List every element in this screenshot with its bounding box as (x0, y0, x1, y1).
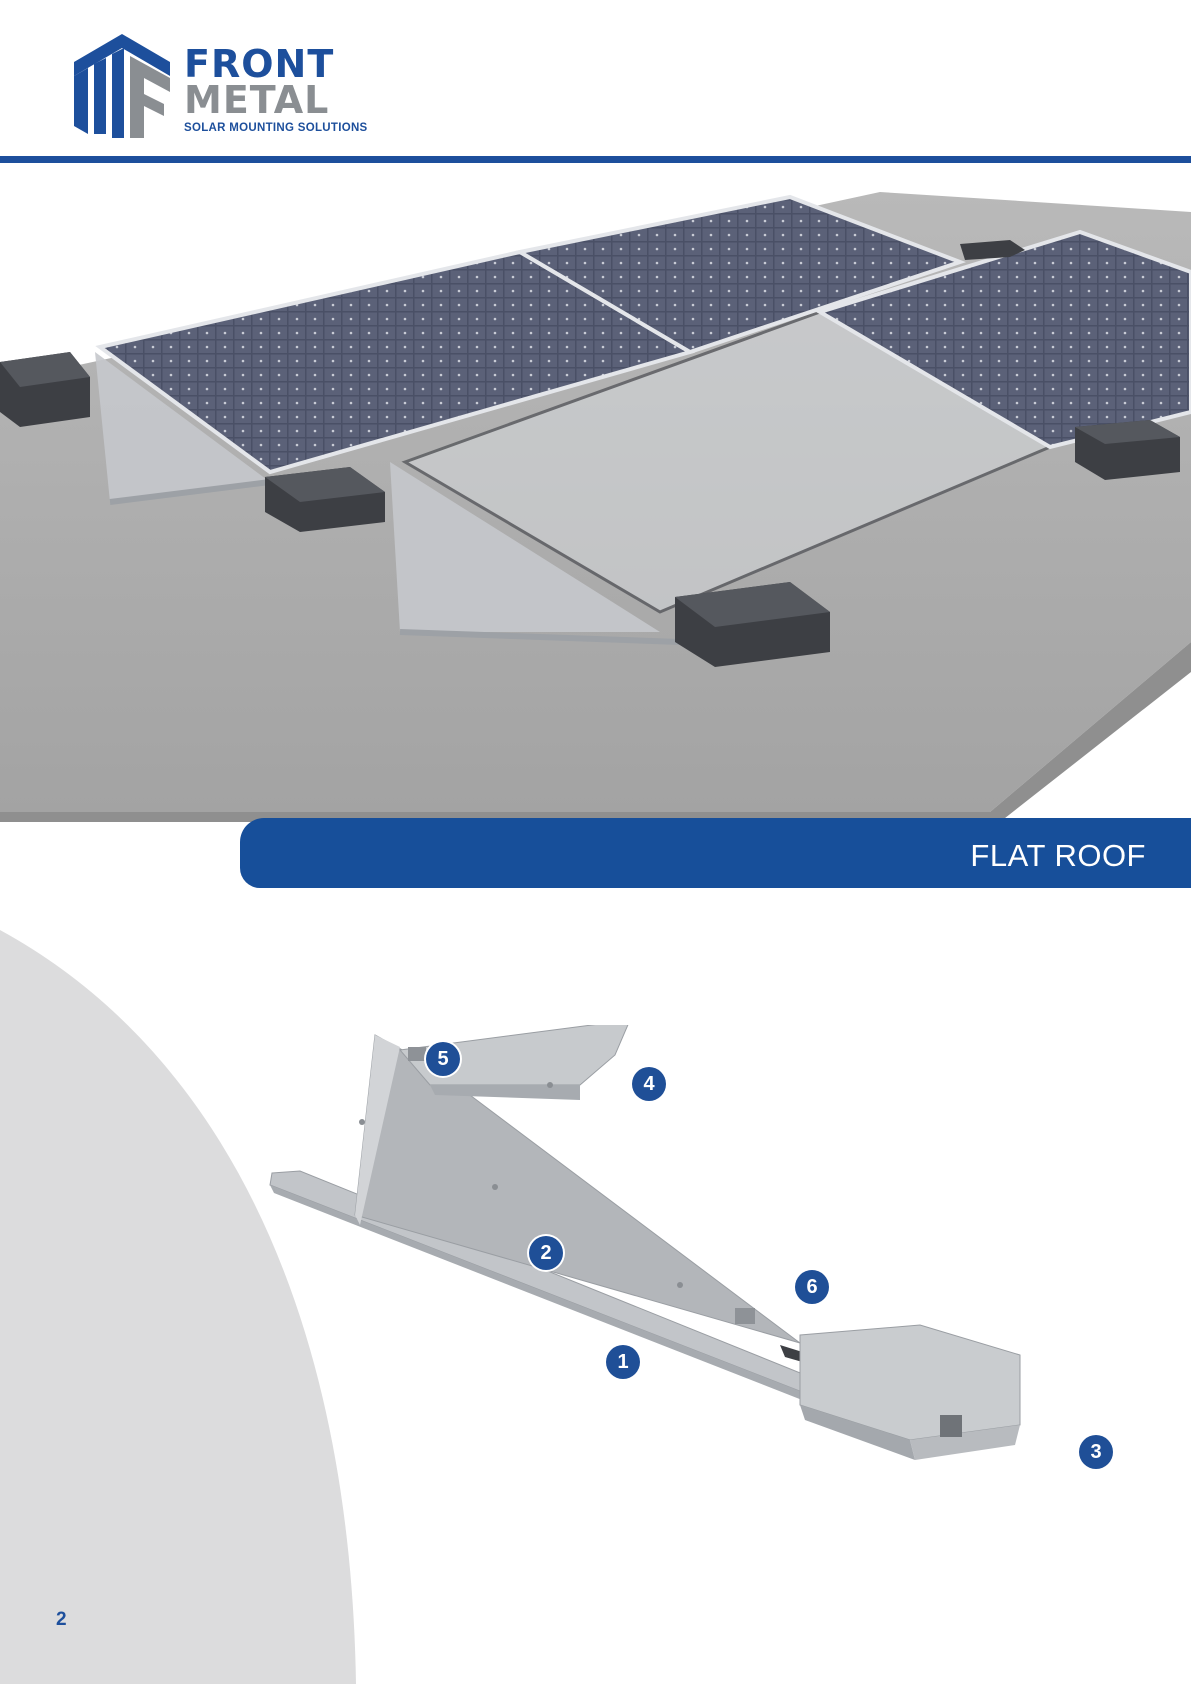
flat-roof-mounting-bracket-image (269, 1025, 1021, 1460)
section-banner: FLAT ROOF (240, 818, 1191, 888)
callout-5: 5 (426, 1042, 460, 1076)
header-divider (0, 156, 1191, 163)
callout-2: 2 (529, 1236, 563, 1270)
solar-panels-flat-roof-image (0, 192, 1191, 822)
brand-name-line1: FRONT (184, 42, 335, 86)
callout-4: 4 (632, 1067, 666, 1101)
page-number: 2 (56, 1609, 67, 1630)
section-title: FLAT ROOF (970, 838, 1146, 873)
front-metal-logo-icon (74, 34, 170, 138)
brand-tagline: SOLAR MOUNTING SOLUTIONS (184, 122, 368, 134)
callout-3: 3 (1079, 1435, 1113, 1469)
callout-1: 1 (606, 1345, 640, 1379)
background-arc-shape (0, 930, 356, 1684)
brand-name-line2: METAL (184, 78, 330, 122)
brand-logo: FRONT METAL SOLAR MOUNTING SOLUTIONS (74, 34, 374, 139)
callout-6: 6 (795, 1270, 829, 1304)
